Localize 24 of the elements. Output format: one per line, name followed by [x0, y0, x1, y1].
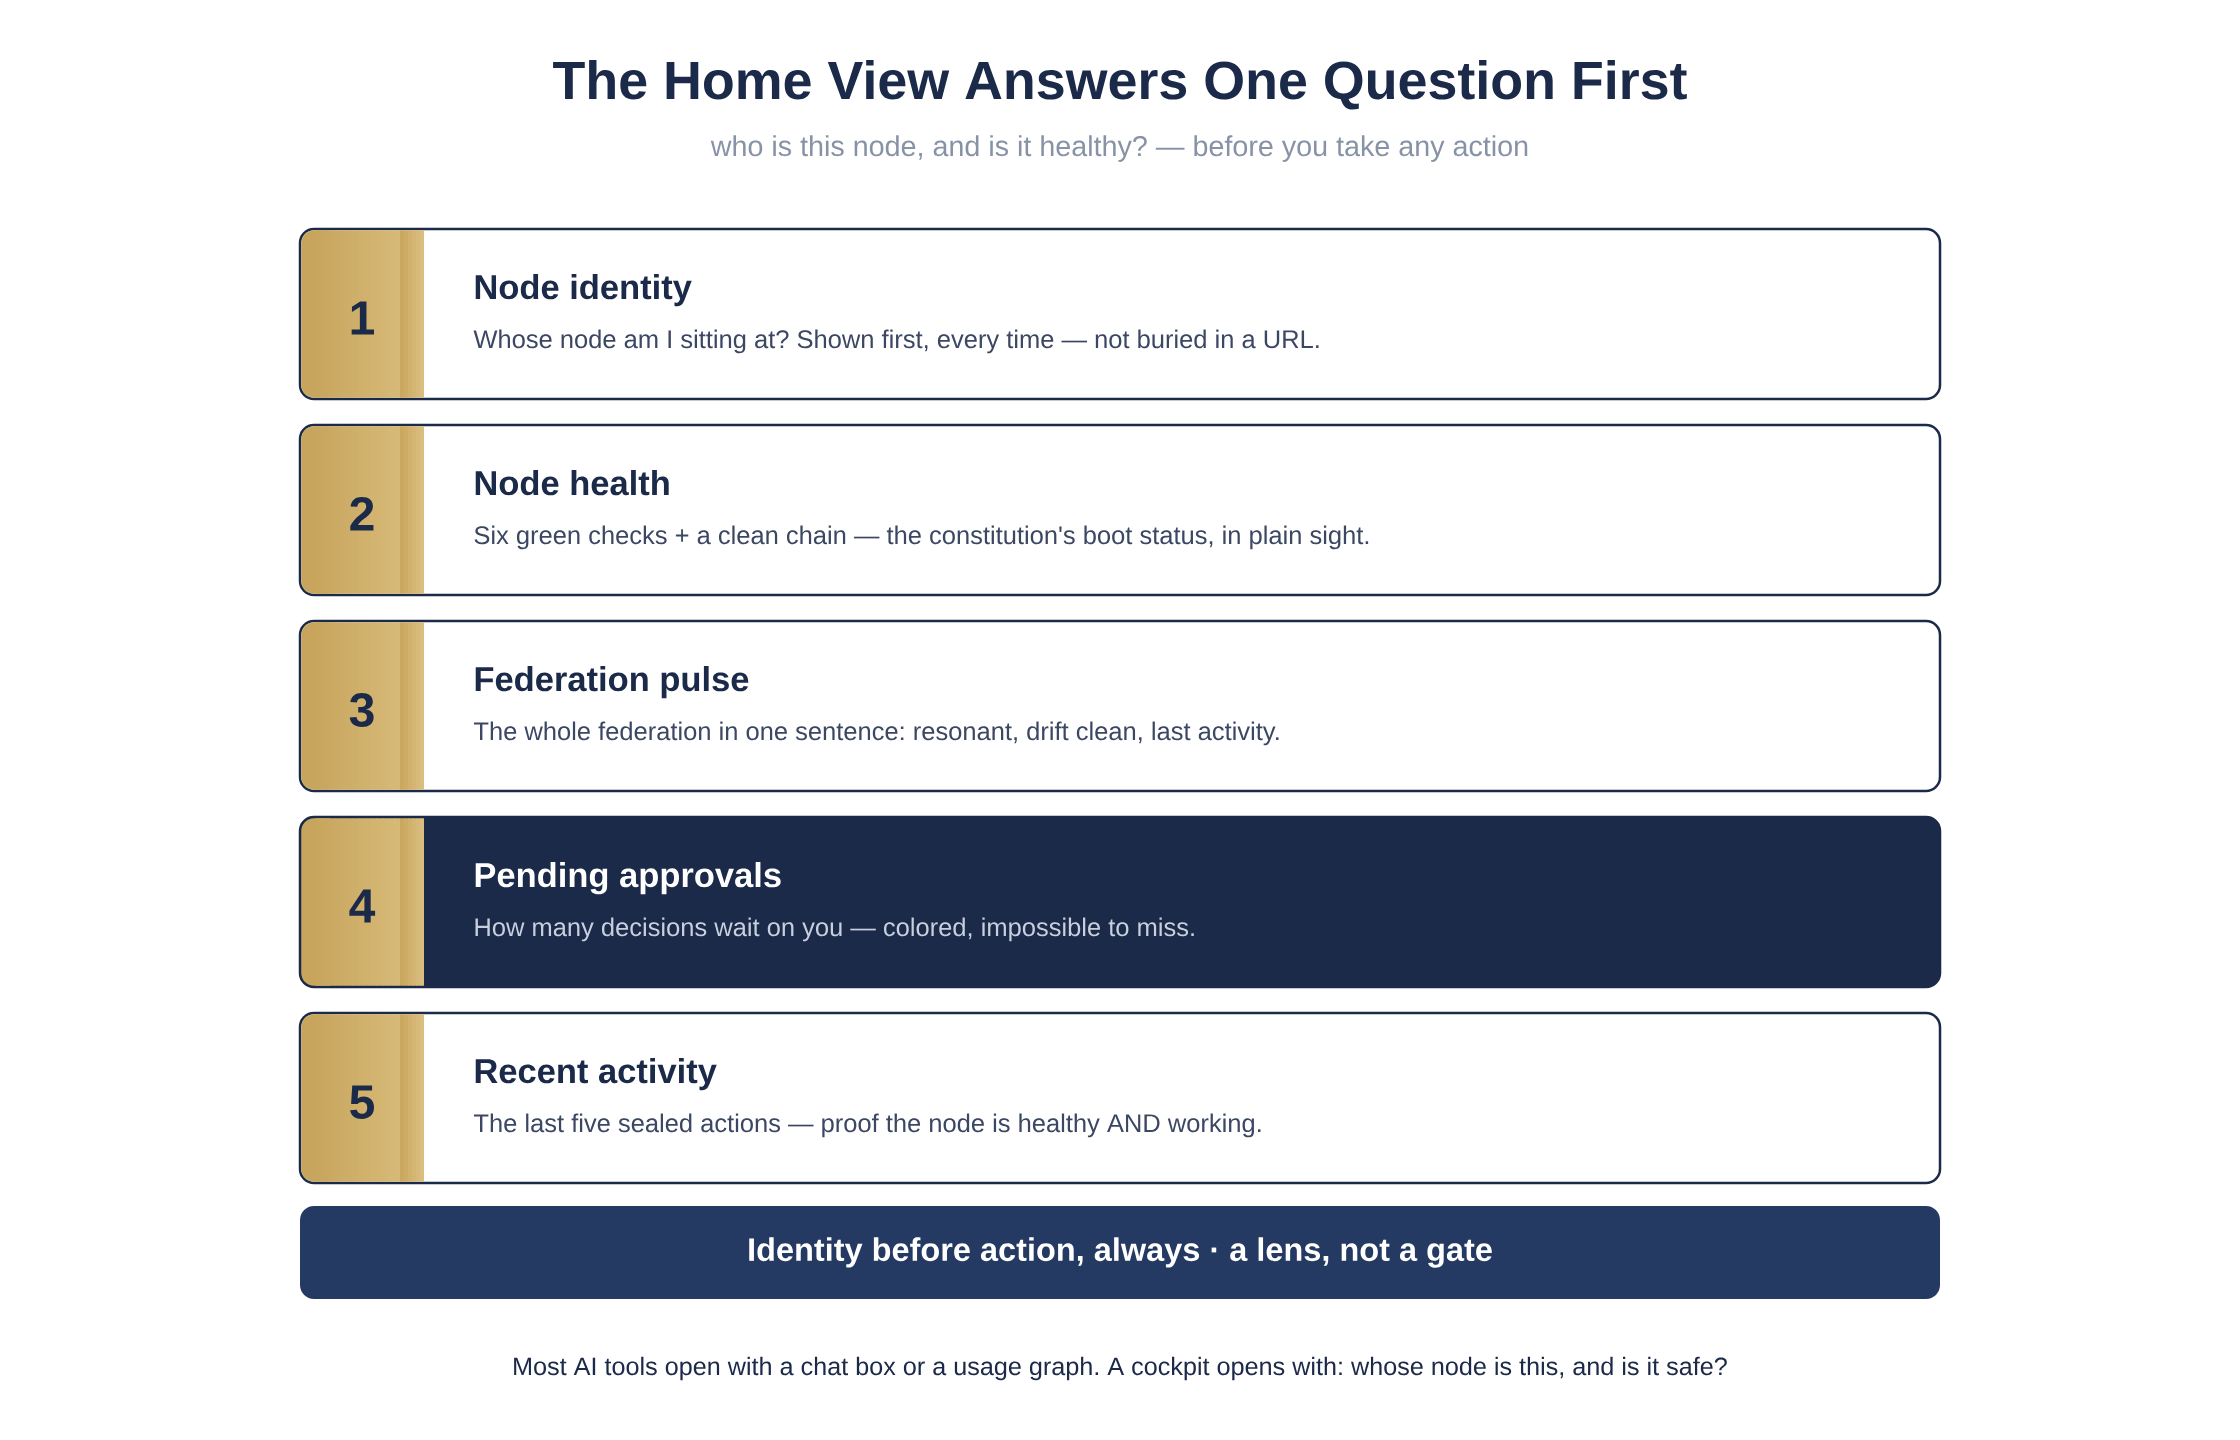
step-title: Pending approvals	[475, 862, 781, 895]
step-card	[298, 619, 1942, 793]
subtitle: who is this node, and is it healthy? — before you take any action	[710, 135, 1528, 162]
step-title: Node health	[475, 470, 669, 496]
step-number: 5	[350, 1085, 374, 1119]
step-number: 2	[350, 497, 374, 531]
step-title: Federation pulse	[475, 666, 749, 699]
title: The Home View Answers One Question First	[553, 60, 1687, 110]
step-card	[298, 815, 1942, 989]
step-card	[298, 1011, 1942, 1185]
step-description: Six green checks + a clean chain — the constitution's boot status, in plain sight.	[474, 525, 1369, 550]
step-title: Recent activity	[475, 1058, 717, 1091]
step-number: 4	[349, 889, 376, 923]
step-description: The whole federation in one sentence: resonant, drift clean, last activity.	[473, 721, 1279, 746]
step-card	[298, 423, 1942, 597]
step-card	[298, 227, 1942, 401]
step-number: 1	[351, 301, 374, 335]
step-description: The last five sealed actions — proof the node is healthy AND working.	[473, 1113, 1261, 1138]
step-number: 3	[349, 693, 374, 728]
step-description: How many decisions wait on you — colored, impossible to miss.	[475, 917, 1194, 942]
step-description: Whose node am I sitting at? Shown first, every time — not buried in a URL.	[473, 329, 1319, 354]
footnote: Most AI tools open with a chat box or a usage graph. A cockpit opens with: whose node is this, and is it safe?	[514, 1356, 1727, 1381]
summary-banner: Identity before action, always · a lens, not a gate	[300, 1206, 1940, 1299]
step-title: Node identity	[475, 274, 692, 307]
